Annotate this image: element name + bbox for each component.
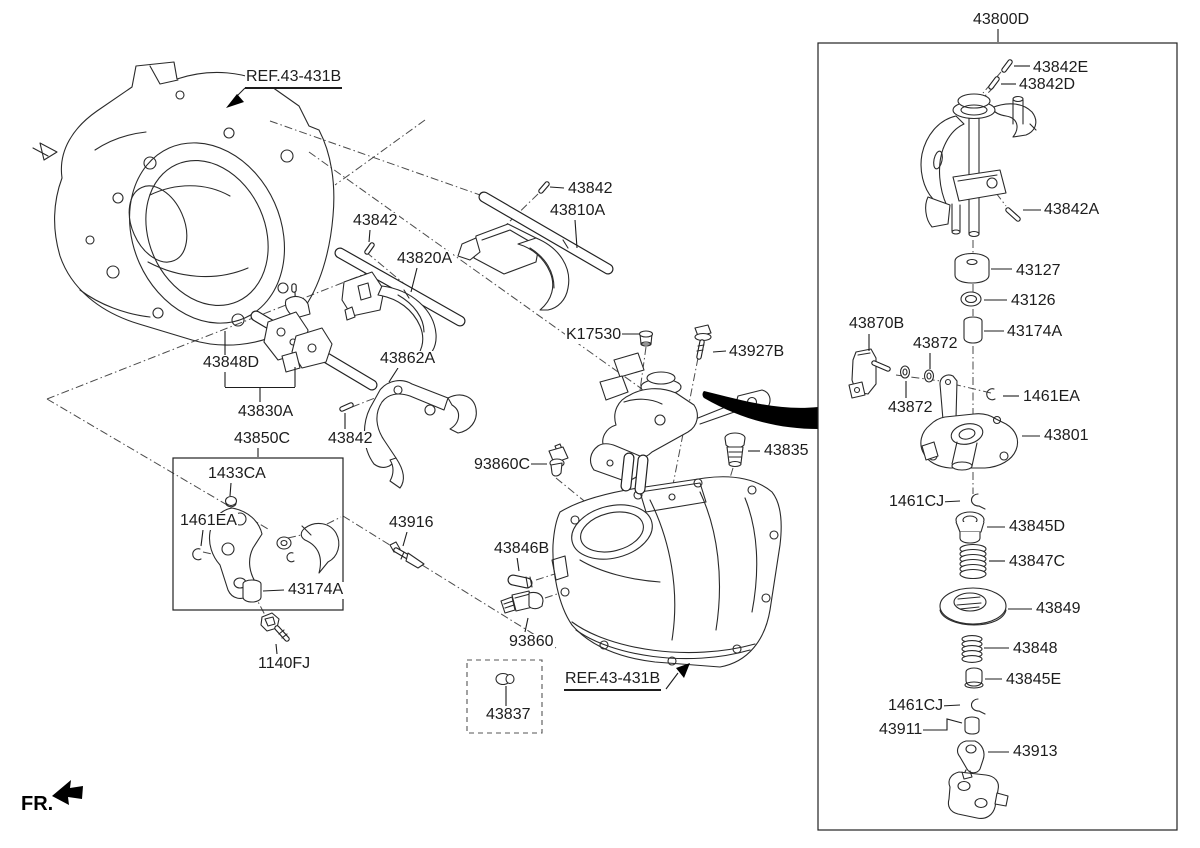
part-label-43862a: 43862A xyxy=(379,350,437,368)
rail-43830a-drawing xyxy=(224,283,378,402)
part-label-43850c: 43850C xyxy=(233,430,292,448)
part-label-1433ca: 1433CA xyxy=(207,465,267,483)
part-label-43835: 43835 xyxy=(763,442,810,460)
spring-43848-drawing xyxy=(961,635,983,663)
part-label-43842-1: 43842 xyxy=(352,212,399,230)
leader-lines xyxy=(200,65,1041,753)
part-label-43916: 43916 xyxy=(388,514,435,532)
shift-control-assembly-drawing xyxy=(589,352,771,495)
part-label-43842e: 43842E xyxy=(1032,59,1090,77)
assembly-panel-box xyxy=(817,42,1178,831)
panel-pins-drawing xyxy=(988,59,1021,222)
stud-43916-drawing xyxy=(389,541,425,569)
part-label-43174a-panel: 43174A xyxy=(1006,323,1064,341)
part-label-43872-top: 43872 xyxy=(912,335,959,353)
pin-43842-left-drawing xyxy=(364,242,375,255)
part-43801-drawing xyxy=(920,374,1019,471)
fr-direction-arrow-icon xyxy=(52,780,83,805)
switch-43846b-drawing xyxy=(507,574,533,589)
spring-43847c-drawing xyxy=(959,543,987,580)
part-label-43845e: 43845E xyxy=(1005,671,1063,689)
part-label-k17530: K17530 xyxy=(565,326,623,344)
part-label-43870b: 43870B xyxy=(848,315,906,333)
clip-1461cj-2-drawing xyxy=(970,698,986,715)
seat-43849-drawing xyxy=(939,587,1007,626)
part-43126-drawing xyxy=(960,291,982,307)
part-label-43842-3: 43842 xyxy=(327,430,374,448)
ref-top-arrow xyxy=(226,87,246,108)
part-43845d-drawing xyxy=(955,511,985,544)
bolt-1140fj-drawing xyxy=(260,612,290,642)
part-label-43872-bottom: 43872 xyxy=(887,399,934,417)
bolt-43927b-drawing xyxy=(694,324,712,360)
clutch-housing-drawing xyxy=(32,61,335,346)
part-43127-drawing xyxy=(954,252,990,284)
clip-1461ea-panel-drawing xyxy=(986,388,996,401)
bottom-bracket-drawing xyxy=(947,770,1009,819)
plug-43837-drawing xyxy=(495,672,515,706)
part-label-43846b: 43846B xyxy=(493,540,551,558)
part-label-43810a: 43810A xyxy=(549,202,607,220)
part-label-43830a: 43830A xyxy=(237,403,295,421)
part-43845e-drawing xyxy=(964,667,984,689)
part-43870b-drawing xyxy=(848,348,891,399)
part-label-43842d: 43842D xyxy=(1018,76,1077,94)
part-label-1461cj-1: 1461CJ xyxy=(888,493,946,511)
bolt-k17530-drawing xyxy=(638,330,654,347)
fr-label: FR. xyxy=(21,793,54,815)
ref-label-bottom: REF.43-431B xyxy=(564,670,662,691)
group-box-43837 xyxy=(466,659,543,734)
part-label-43848: 43848 xyxy=(1012,640,1059,658)
part-label-43849: 43849 xyxy=(1035,600,1082,618)
part-label-43174a-main: 43174A xyxy=(287,581,345,599)
part-43872-rings-drawing xyxy=(899,365,935,383)
part-label-1140fj: 1140FJ xyxy=(257,655,312,673)
ref-label-top: REF.43-431B xyxy=(245,68,343,89)
panel-lever-43800d-drawing xyxy=(920,93,1037,238)
part-label-43837: 43837 xyxy=(485,706,532,724)
part-label-43126: 43126 xyxy=(1010,292,1057,310)
part-label-43842a: 43842A xyxy=(1043,201,1101,219)
part-label-1461ea-panel: 1461EA xyxy=(1022,388,1081,406)
fork-43810a-drawing xyxy=(457,191,614,311)
part-label-43913: 43913 xyxy=(1012,743,1059,761)
part-label-43927b: 43927B xyxy=(728,343,786,361)
part-43913-drawing xyxy=(957,740,985,777)
part-label-43801: 43801 xyxy=(1043,427,1090,445)
transmission-case-drawing xyxy=(551,476,782,668)
fork-43820a-drawing xyxy=(334,247,466,365)
part-label-43842-2: 43842 xyxy=(567,180,614,198)
detail-callout-swoosh-arrow xyxy=(702,391,818,429)
panel-title-43800d: 43800D xyxy=(972,11,1031,29)
part-label-43848d: 43848D xyxy=(202,354,261,372)
part-label-43127: 43127 xyxy=(1015,262,1062,280)
sensor-93860c-drawing xyxy=(548,443,569,477)
part-label-93860c: 93860C xyxy=(473,456,532,474)
part-label-43820a: 43820A xyxy=(396,250,454,268)
part-label-43847c: 43847C xyxy=(1008,553,1067,571)
group-box-43850c xyxy=(172,457,344,611)
ref-bottom-arrow xyxy=(665,663,690,690)
part-label-43845d: 43845D xyxy=(1008,518,1067,536)
bolt-43835-drawing xyxy=(724,432,746,468)
fork-43862a-drawing xyxy=(363,380,477,489)
part-label-43911: 43911 xyxy=(878,721,924,739)
part-label-1461cj-2: 1461CJ xyxy=(887,697,945,715)
part-43911-drawing xyxy=(964,716,980,735)
lever-43850c-group-drawing xyxy=(192,495,340,603)
sensor-93860-drawing xyxy=(500,590,544,614)
part-label-1461ea-main: 1461EA xyxy=(179,512,238,530)
pin-43842-right-drawing xyxy=(538,181,550,194)
part-43174a-panel-drawing xyxy=(963,316,983,344)
clip-1461cj-1-drawing xyxy=(970,493,986,510)
pin-43842-lower-drawing xyxy=(339,402,354,412)
part-label-93860: 93860 xyxy=(508,633,555,651)
